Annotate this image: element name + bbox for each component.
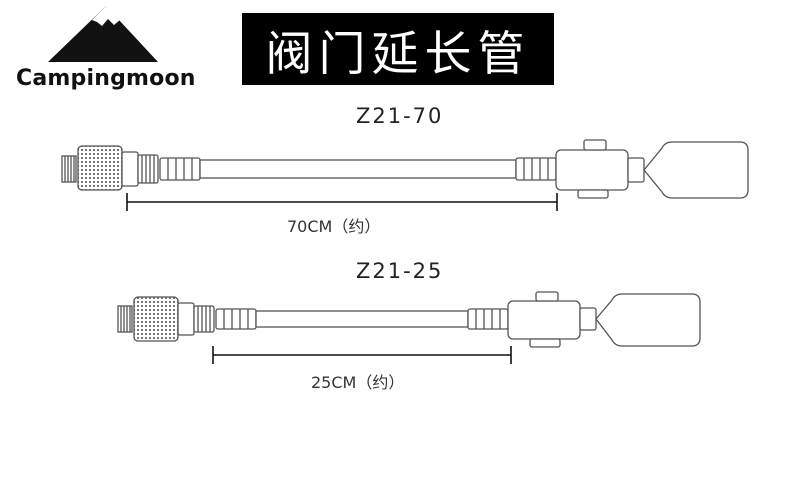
title-banner: 阀门延长管 (242, 13, 554, 85)
hose-assembly-long (61, 139, 749, 199)
valve-handle-short (595, 293, 701, 347)
dimension-label-long: 70CM（约） (287, 217, 381, 236)
brand-logo: Campingmoon (10, 6, 200, 101)
valve-handle-long (643, 141, 749, 199)
dimension-line-long (126, 193, 558, 211)
threaded-connector-short (117, 305, 133, 333)
hose-assembly-short (117, 291, 701, 348)
threaded-connector-long (61, 155, 77, 183)
dimension-label-short: 25CM（约） (311, 373, 405, 392)
brand-name: Campingmoon (16, 66, 196, 91)
model-label-long: Z21-70 (356, 104, 444, 128)
hose-tube-long (199, 159, 517, 179)
knurled-nut-short (133, 296, 179, 342)
mountain-logo-icon (48, 6, 158, 62)
hose-tube-short (255, 310, 469, 328)
valve-body-short (507, 300, 581, 340)
valve-body-long (555, 149, 629, 191)
dimension-line-short (212, 346, 512, 364)
knurled-nut-long (77, 145, 123, 191)
model-label-short: Z21-25 (356, 259, 444, 283)
page-title: 阀门延长管 (265, 26, 531, 82)
